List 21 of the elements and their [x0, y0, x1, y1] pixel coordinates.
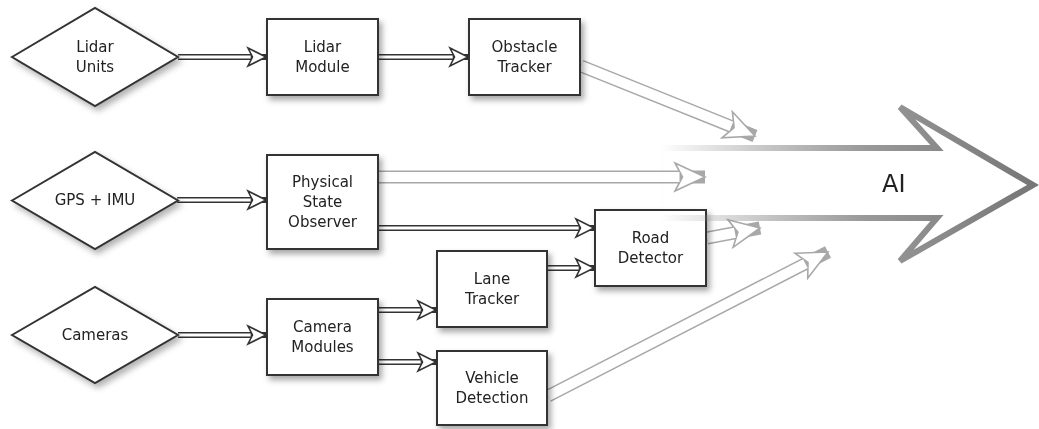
node-label: Camera Modules	[290, 316, 355, 358]
input-diamond	[12, 287, 178, 383]
process-box	[436, 350, 548, 426]
node-label: AI	[882, 168, 906, 200]
node-label: Vehicle Detection	[454, 367, 530, 409]
node-label: Lidar Module	[294, 36, 351, 78]
input-diamond	[12, 152, 178, 249]
input-diamond	[12, 8, 178, 106]
process-box	[266, 18, 379, 96]
node-label: Physical State Observer	[287, 171, 358, 233]
node-label: Cameras	[61, 324, 129, 346]
process-box	[266, 154, 379, 250]
node-label: Obstacle Tracker	[490, 36, 559, 78]
node-label: Lane Tracker	[463, 268, 521, 310]
process-box	[266, 298, 379, 376]
node-label: Lidar Units	[74, 36, 116, 78]
process-box	[436, 250, 548, 328]
node-label: Road Detector	[616, 227, 685, 269]
process-box	[468, 18, 581, 96]
node-label: GPS + IMU	[54, 190, 136, 211]
process-box	[594, 209, 707, 287]
